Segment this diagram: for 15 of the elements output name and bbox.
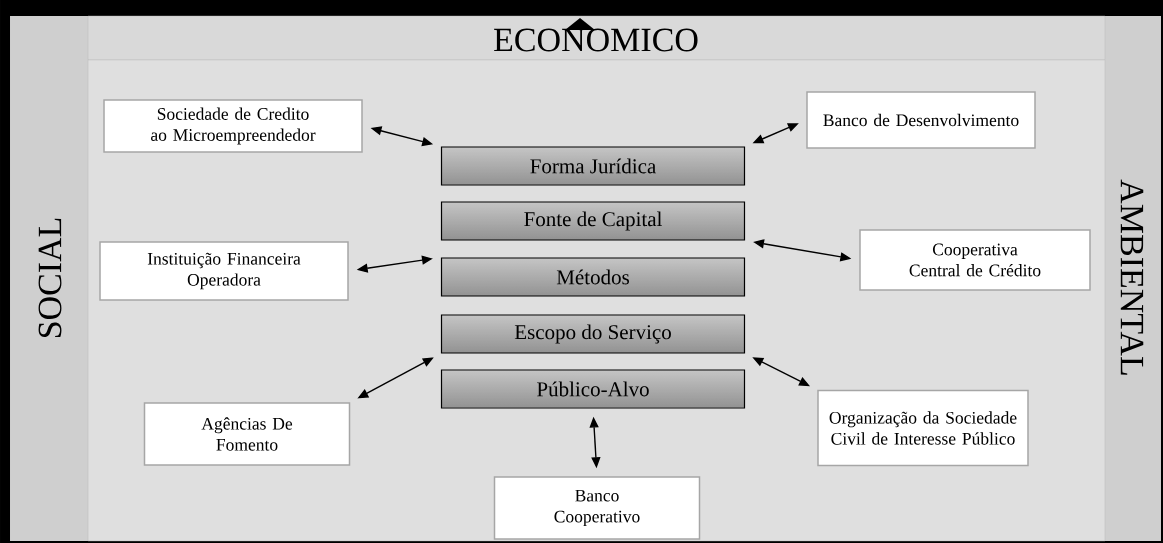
- dimension-box: Fonte de Capital: [440, 201, 746, 241]
- institution-box: Instituição Financeira Operadora: [99, 241, 349, 301]
- institution-box: Banco Cooperativo: [493, 476, 701, 540]
- band-label: AMBIENTAL: [1120, 179, 1144, 375]
- dimension-box: Forma Jurídica: [440, 146, 746, 186]
- band-label: SOCIAL: [38, 218, 62, 338]
- institution-box: Organização da Sociedade Civil de Interesse Público: [817, 389, 1029, 467]
- dimension-box: Métodos: [440, 257, 746, 297]
- institution-box: Banco de Desenvolvimento: [806, 91, 1036, 149]
- institution-box: Agências De Fomento: [143, 402, 351, 466]
- band-label: ECONOMICO: [494, 28, 698, 52]
- institution-box: Cooperativa Central de Crédito: [859, 229, 1091, 291]
- dimension-box: Público-Alvo: [440, 369, 746, 409]
- institution-box: Sociedade de Credito ao Microempreendedor: [103, 99, 363, 153]
- dimension-box: Escopo do Serviço: [440, 314, 746, 354]
